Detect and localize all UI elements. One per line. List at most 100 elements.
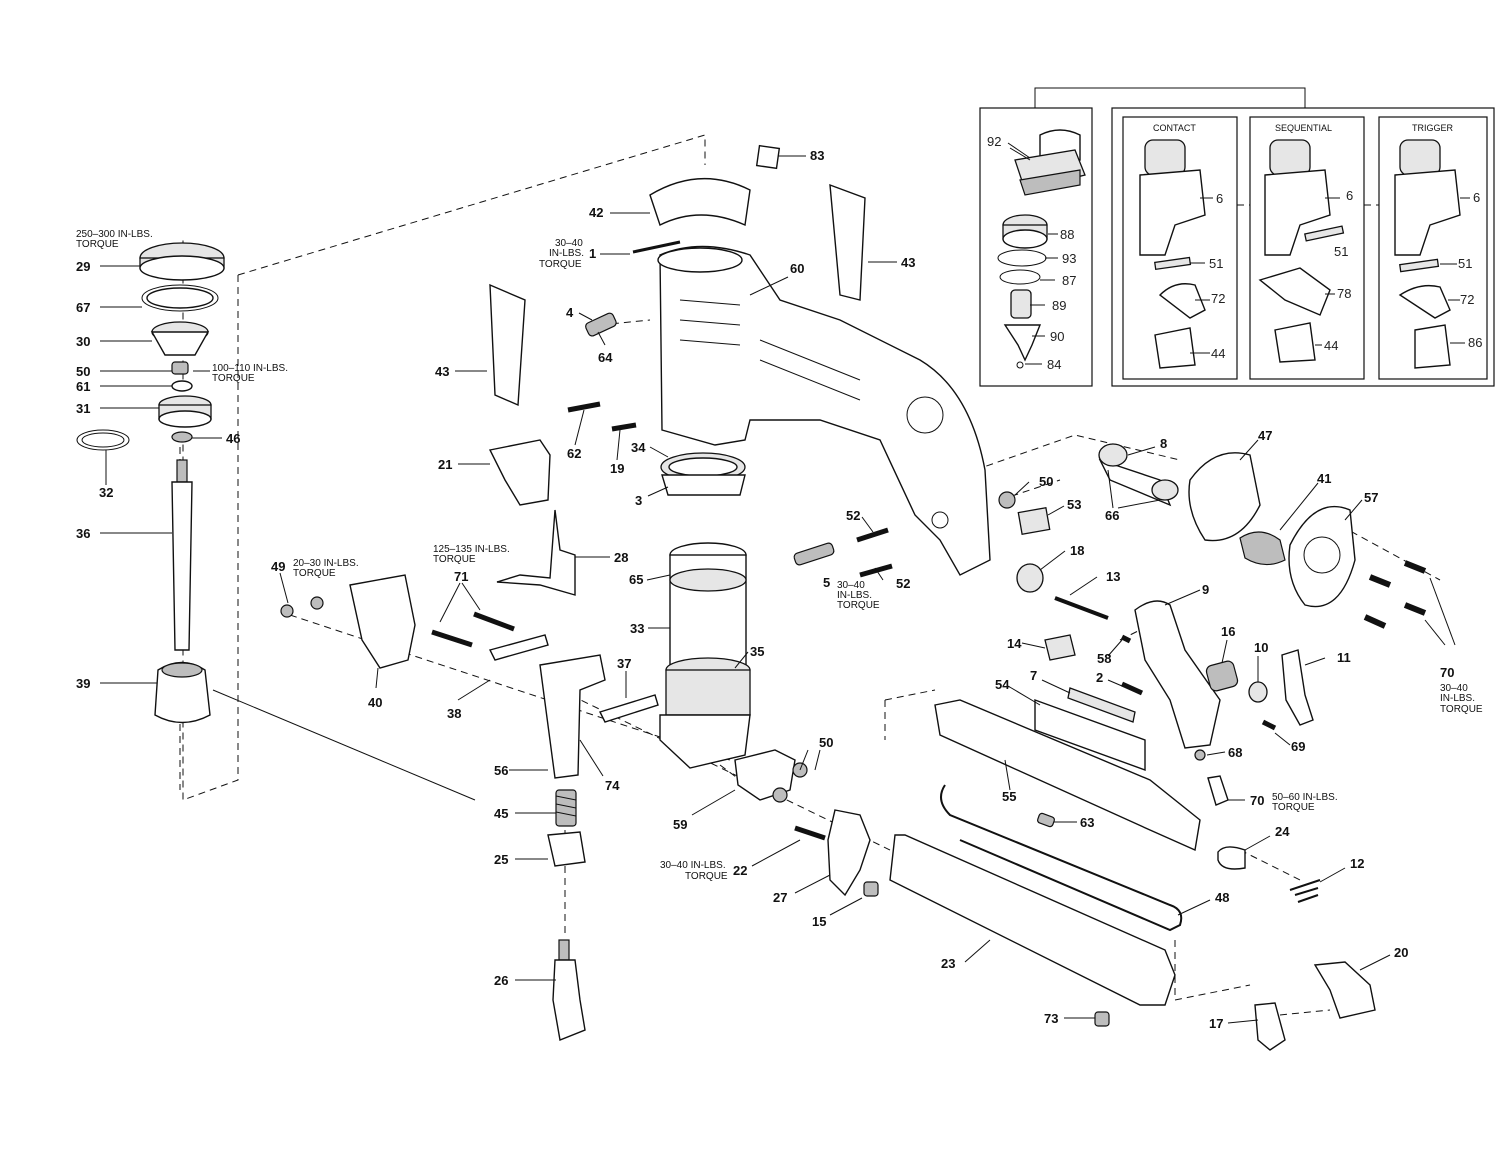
label-46: 46 (226, 431, 240, 446)
label-70-bottom: 70 (1250, 793, 1264, 808)
label-44-contact: 44 (1211, 346, 1225, 361)
label-72-trigger: 72 (1460, 292, 1474, 307)
torque-28-line1: 125–135 IN-LBS. (433, 544, 510, 555)
part-labels: 92 88 93 87 89 90 84 6 6 6 51 51 51 72 7… (76, 134, 1482, 1031)
label-9: 9 (1202, 582, 1209, 597)
label-78: 78 (1337, 286, 1351, 301)
torque-22-line2: TORQUE (685, 871, 728, 882)
label-33: 33 (630, 621, 644, 636)
label-44-sequential: 44 (1324, 338, 1338, 353)
label-23: 23 (941, 956, 955, 971)
label-14: 14 (1007, 636, 1022, 651)
label-37: 37 (617, 656, 631, 671)
label-2: 2 (1096, 670, 1103, 685)
contact-parts (1139, 139, 1213, 369)
label-50-right: 50 (1039, 474, 1053, 489)
label-45: 45 (494, 806, 508, 821)
label-21: 21 (438, 457, 452, 472)
sequential-box (1249, 116, 1365, 380)
label-6-sequential: 6 (1346, 188, 1353, 203)
label-8: 8 (1160, 436, 1167, 451)
label-53: 53 (1067, 497, 1081, 512)
label-17: 17 (1209, 1016, 1223, 1031)
label-15: 15 (812, 914, 826, 929)
torque-notes: 250–300 IN-LBS. TORQUE 100–110 IN-LBS. T… (76, 229, 1483, 882)
cylinder-cap-stack (76, 242, 225, 724)
label-90: 90 (1050, 329, 1064, 344)
label-25: 25 (494, 852, 508, 867)
torque-22-line1: 30–40 IN-LBS. (660, 860, 726, 871)
trigger-options-inset: CONTACT SEQUENTIAL TRIGGER (979, 87, 1495, 387)
label-27: 27 (773, 890, 787, 905)
torque-70-right-line1: 30–40 (1440, 683, 1468, 694)
torque-1-line1: 30–40 (555, 238, 583, 249)
torque-70-bottom-line2: TORQUE (1272, 802, 1315, 813)
label-68: 68 (1228, 745, 1242, 760)
label-92: 92 (987, 134, 1001, 149)
sequential-title: SEQUENTIAL (1275, 123, 1332, 133)
label-29: 29 (76, 259, 90, 274)
label-47: 47 (1258, 428, 1272, 443)
torque-1-line3: TORQUE (539, 259, 582, 270)
label-54: 54 (995, 677, 1010, 692)
label-22: 22 (733, 863, 747, 878)
torque-50-line2: TORQUE (212, 373, 255, 384)
label-59: 59 (673, 817, 687, 832)
label-89: 89 (1052, 298, 1066, 313)
label-39: 39 (76, 676, 90, 691)
label-32: 32 (99, 485, 113, 500)
label-88: 88 (1060, 227, 1074, 242)
label-50-left: 50 (76, 364, 90, 379)
label-51-sequential: 51 (1334, 244, 1348, 259)
torque-29-line2: TORQUE (76, 239, 119, 250)
label-43-left: 43 (435, 364, 449, 379)
torque-70-right-line2: IN-LBS. (1440, 693, 1475, 704)
torque-49-line1: 20–30 IN-LBS. (293, 558, 359, 569)
label-1: 1 (589, 246, 596, 261)
label-65: 65 (629, 572, 643, 587)
assembly-guide-lines (179, 134, 1441, 1016)
label-34: 34 (631, 440, 646, 455)
label-49: 49 (271, 559, 285, 574)
label-66: 66 (1105, 508, 1119, 523)
contact-box (1122, 116, 1238, 380)
label-56: 56 (494, 763, 508, 778)
torque-50-line1: 100–110 IN-LBS. (212, 363, 288, 374)
label-58: 58 (1097, 651, 1111, 666)
label-3: 3 (635, 493, 642, 508)
label-35: 35 (750, 644, 764, 659)
label-52-top: 52 (846, 508, 860, 523)
label-20: 20 (1394, 945, 1408, 960)
label-93: 93 (1062, 251, 1076, 266)
torque-29-line1: 250–300 IN-LBS. (76, 229, 153, 240)
magazine-assembly (793, 443, 1427, 1051)
trigger-types-frame (1111, 107, 1495, 387)
label-7: 7 (1030, 668, 1037, 683)
label-72-contact: 72 (1211, 291, 1225, 306)
label-52-bottom: 52 (896, 576, 910, 591)
torque-70-right-line3: TORQUE (1440, 704, 1483, 715)
torque-70-bottom-line1: 50–60 IN-LBS. (1272, 792, 1338, 803)
label-69: 69 (1291, 739, 1305, 754)
torque-5-line2: IN-LBS. (837, 590, 872, 601)
label-24: 24 (1275, 824, 1290, 839)
label-5: 5 (823, 575, 830, 590)
sequential-parts (1258, 139, 1345, 363)
label-38: 38 (447, 706, 461, 721)
label-50-mid: 50 (819, 735, 833, 750)
contact-title: CONTACT (1153, 123, 1196, 133)
torque-5-line3: TORQUE (837, 600, 880, 611)
label-70-right: 70 (1440, 665, 1454, 680)
label-51-contact: 51 (1209, 256, 1223, 271)
label-42: 42 (589, 205, 603, 220)
label-62: 62 (567, 446, 581, 461)
label-6-trigger: 6 (1473, 190, 1480, 205)
leader-lines (100, 142, 1456, 1024)
label-16: 16 (1221, 624, 1235, 639)
label-55: 55 (1002, 789, 1016, 804)
label-60: 60 (790, 261, 804, 276)
label-6-contact: 6 (1216, 191, 1223, 206)
label-40: 40 (368, 695, 382, 710)
